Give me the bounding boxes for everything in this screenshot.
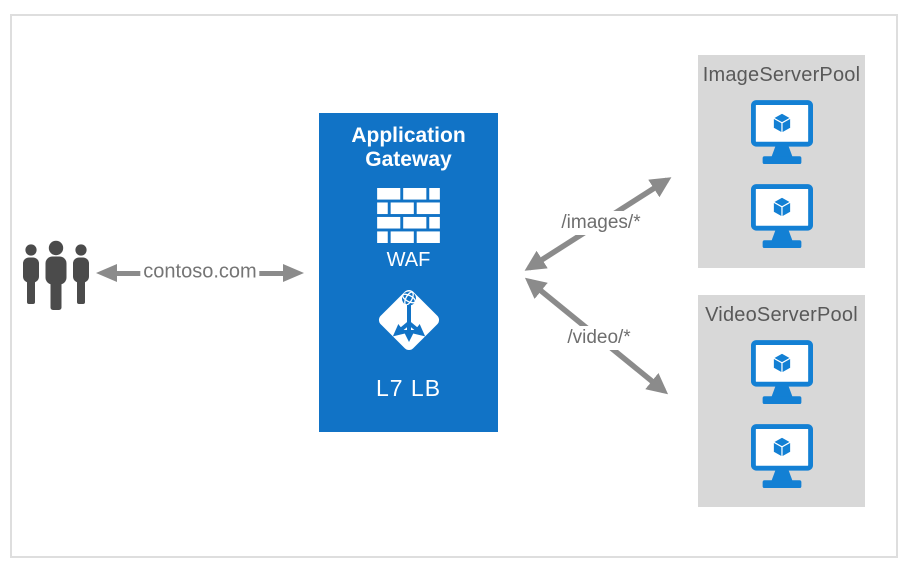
client-link-label: contoso.com	[140, 260, 260, 284]
route-label-images: /images/*	[558, 211, 644, 235]
globe-icon	[401, 291, 416, 306]
cube-icon	[772, 112, 791, 134]
left-arrowhead-icon	[96, 264, 117, 282]
application-gateway-box: Application Gateway WAF	[319, 113, 498, 432]
waf-brick-icon	[377, 188, 440, 243]
lb-label: L7 LB	[375, 375, 442, 401]
gateway-title: Application Gateway	[351, 124, 466, 171]
vm-icon	[750, 100, 813, 165]
pool-imageserverpool: ImageServerPool	[698, 55, 865, 268]
cube-icon	[772, 352, 791, 374]
pool-title: VideoServerPool	[705, 304, 858, 326]
pool-videoserverpool: VideoServerPool	[698, 295, 865, 507]
cube-icon	[772, 196, 791, 218]
waf-label: WAF	[386, 249, 431, 271]
client-link: contoso.com	[96, 258, 304, 288]
vm-icon	[750, 340, 813, 405]
vm-icon	[750, 424, 813, 489]
route-label-video: /video/*	[564, 326, 634, 350]
users-icon	[23, 240, 89, 310]
vm-icon	[750, 184, 813, 249]
load-balancer-icon	[378, 289, 439, 351]
cube-icon	[772, 436, 791, 458]
right-arrowhead-icon	[283, 264, 304, 282]
pool-title: ImageServerPool	[702, 64, 861, 86]
